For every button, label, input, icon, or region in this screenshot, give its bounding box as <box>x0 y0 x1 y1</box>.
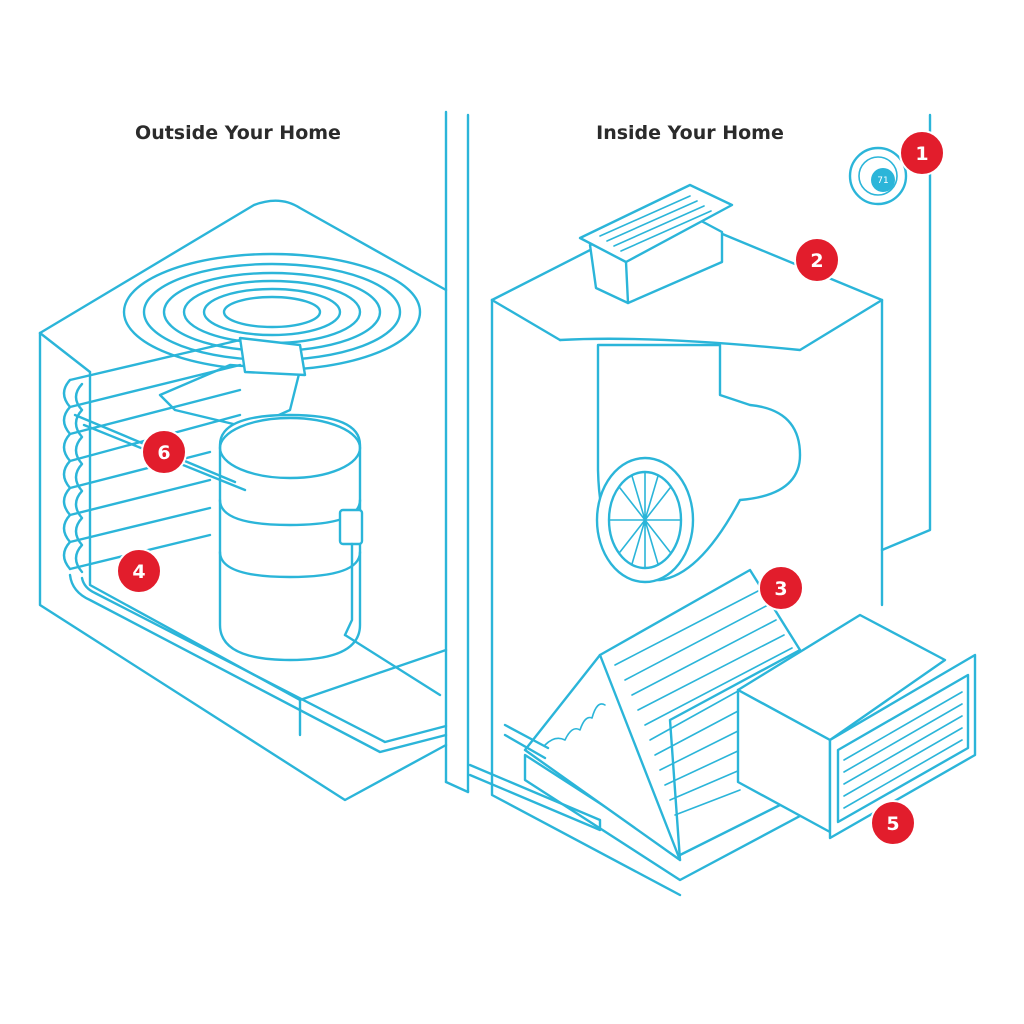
outside-title: Outside Your Home <box>135 122 341 144</box>
blower <box>595 343 802 584</box>
supply-register <box>578 183 734 305</box>
svg-text:6: 6 <box>157 442 170 464</box>
furnace-unit <box>490 113 932 897</box>
badge-3: 3 <box>758 565 804 611</box>
svg-text:4: 4 <box>132 561 145 583</box>
inside-title: Inside Your Home <box>596 122 784 144</box>
badge-5: 5 <box>870 800 916 846</box>
compressor <box>218 413 364 662</box>
return-air-box <box>736 613 977 840</box>
wall-divider <box>444 110 470 794</box>
thermostat-display: 71 <box>877 176 888 186</box>
badge-2: 2 <box>794 237 840 283</box>
svg-text:5: 5 <box>886 813 899 835</box>
svg-text:2: 2 <box>810 250 823 272</box>
badge-6: 6 <box>141 429 187 475</box>
condenser-unit <box>38 199 448 802</box>
svg-text:3: 3 <box>774 578 787 600</box>
fan-blade <box>158 336 307 430</box>
thermostat: 71 <box>848 146 908 206</box>
evaporator-coil <box>468 568 832 882</box>
badge-1: 1 <box>899 130 945 176</box>
svg-text:1: 1 <box>915 143 928 165</box>
badge-4: 4 <box>116 548 162 594</box>
